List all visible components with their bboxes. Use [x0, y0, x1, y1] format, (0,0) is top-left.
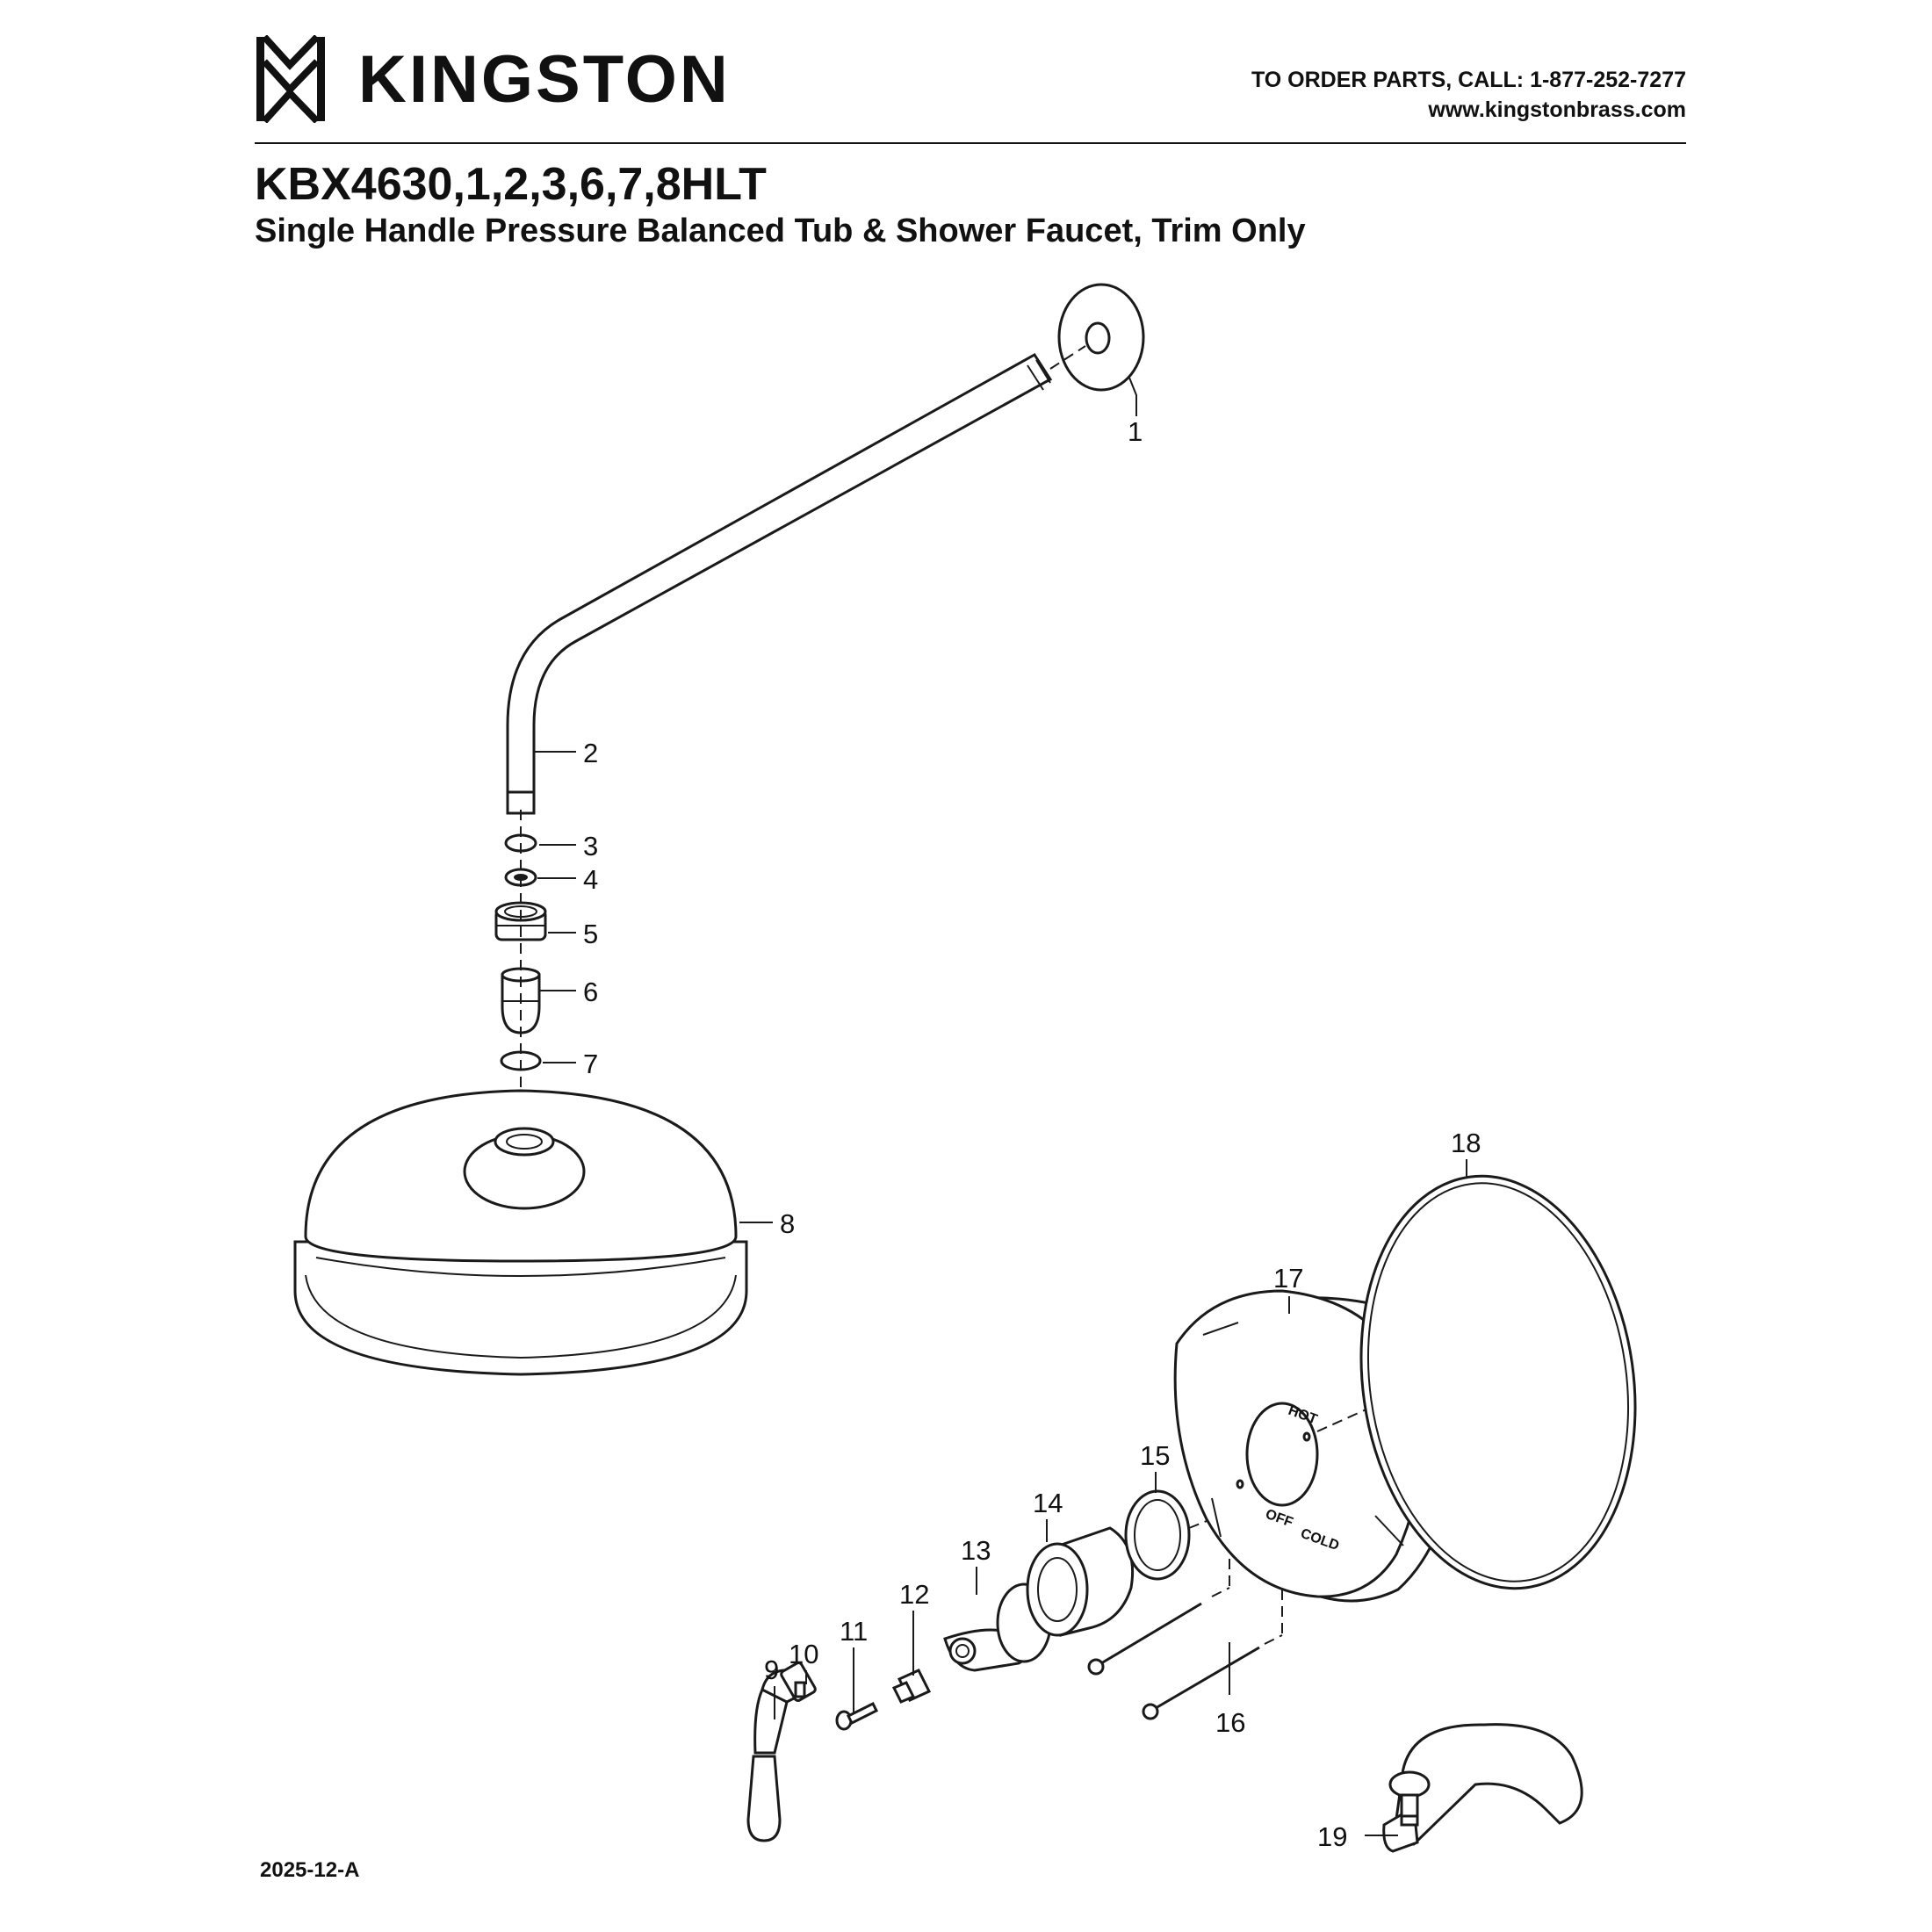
callout-16: 16 [1215, 1707, 1245, 1738]
part-14-sleeve [1026, 1526, 1135, 1637]
callout-6: 6 [583, 977, 598, 1007]
callout-8: 8 [780, 1208, 795, 1239]
callout-18: 18 [1451, 1128, 1481, 1158]
part-12-adapter [891, 1669, 932, 1704]
order-info: TO ORDER PARTS, CALL: 1-877-252-7277 www… [1251, 65, 1686, 125]
product-description: Single Handle Pressure Balanced Tub & Sh… [255, 213, 1306, 249]
callout-7: 7 [583, 1049, 598, 1079]
part-11-handle-screw [835, 1701, 879, 1731]
callout-10: 10 [789, 1639, 818, 1669]
callout-9: 9 [764, 1654, 779, 1685]
leader-lines [534, 377, 1467, 1836]
part-1-wall-flange [1057, 283, 1145, 392]
part-8-shower-head [293, 1089, 748, 1376]
callout-2: 2 [583, 738, 598, 768]
part-10-set-screw [794, 1681, 806, 1698]
callout-11: 11 [840, 1616, 868, 1647]
callout-12: 12 [899, 1579, 929, 1610]
order-phone: TO ORDER PARTS, CALL: 1-877-252-7277 [1251, 68, 1686, 92]
website-link[interactable]: www.kingstonbrass.com [1428, 97, 1686, 122]
kingston-logo-icon [256, 35, 325, 123]
revision-code: 2025-12-A [260, 1858, 360, 1882]
part-18-gasket [1359, 1174, 1637, 1590]
part-17-trim-plate [1173, 1289, 1494, 1603]
callout-3: 3 [583, 831, 598, 861]
brand-name: KINGSTON [358, 42, 731, 117]
callout-14: 14 [1033, 1488, 1063, 1518]
callout-15: 15 [1140, 1440, 1170, 1471]
callout-17: 17 [1273, 1263, 1303, 1294]
part-19-tub-spout [1382, 1723, 1583, 1853]
callout-5: 5 [583, 919, 598, 949]
model-number: KBX4630,1,2,3,6,7,8HLT [255, 159, 767, 210]
header-divider [255, 142, 1686, 144]
callout-4: 4 [583, 864, 598, 895]
callout-13: 13 [961, 1535, 991, 1566]
callout-19: 19 [1317, 1821, 1347, 1852]
part-15-retaining-ring [1124, 1489, 1243, 1581]
callout-1: 1 [1128, 416, 1143, 447]
part-9-lever-handle [746, 1662, 817, 1842]
part-2-shower-arm [506, 345, 1086, 815]
